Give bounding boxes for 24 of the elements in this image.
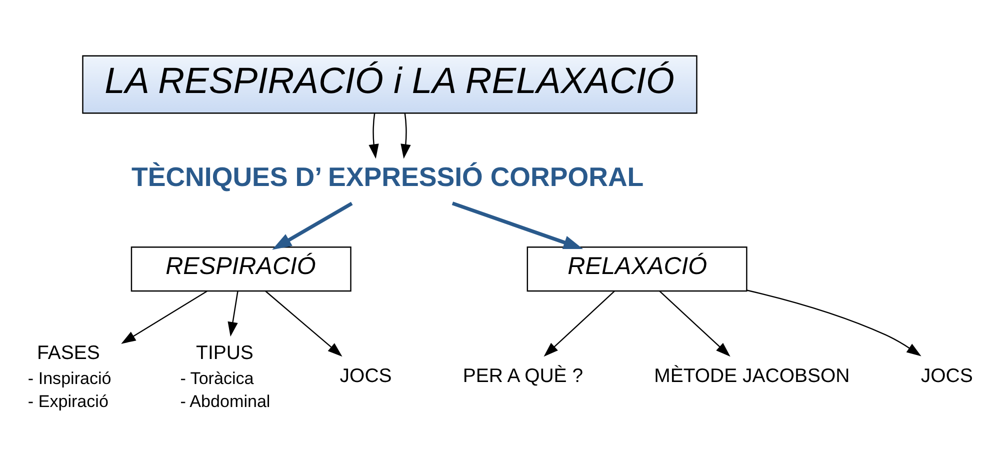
node-text: TIPUS: [196, 342, 254, 364]
node-text: PER A QUÈ ?: [462, 365, 584, 388]
arrow: [400, 113, 411, 159]
arrow: [544, 290, 615, 357]
node-text: FASES: [37, 342, 100, 364]
arrow: [368, 113, 379, 159]
node-label: - Expiració: [28, 392, 108, 411]
arrow: [746, 290, 922, 356]
arrow: [659, 290, 730, 357]
arrow: [452, 202, 584, 249]
node-label: - Inspiració: [28, 368, 112, 388]
node-text: MÈTODE JACOBSON: [654, 365, 850, 388]
node-text: TÈCNIQUES D’ EXPRESSIÓ CORPORAL: [131, 162, 644, 192]
arrow: [121, 290, 208, 344]
node-box: RESPIRACIÓ: [130, 246, 352, 292]
node-text: JOCS: [340, 365, 392, 388]
arrow: [228, 291, 238, 337]
node-box: RELAXACIÓ: [526, 246, 748, 292]
node-box: LA RESPIRACIÓ i LA RELAXACIÓ: [82, 55, 698, 114]
arrow: [265, 290, 342, 357]
arrow: [272, 202, 353, 250]
node-text: JOCS: [920, 365, 973, 388]
node-label: - Abdominal: [180, 392, 270, 411]
node-label: - Toràcica: [180, 368, 254, 388]
